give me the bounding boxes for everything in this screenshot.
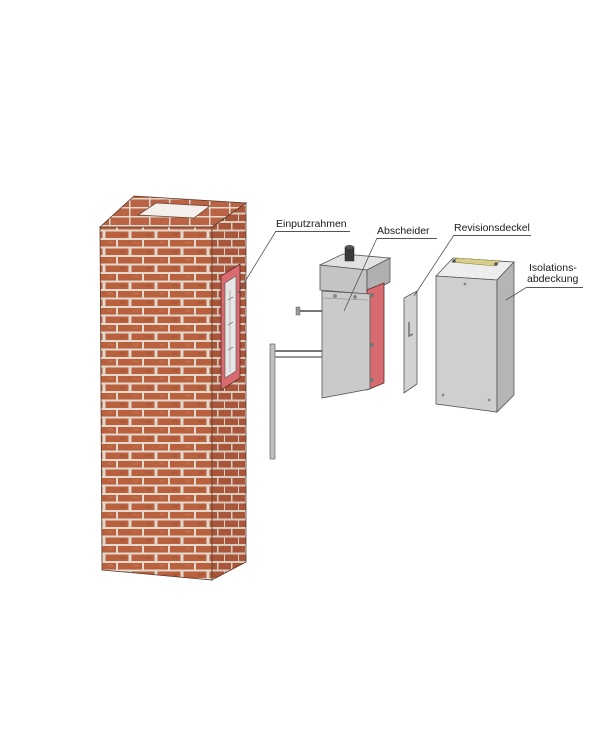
support-post bbox=[269, 343, 276, 460]
flue-stub bbox=[344, 246, 355, 262]
label-isolationsabdeckung-underline bbox=[527, 287, 583, 288]
label-isolationsabdeckung-line1: Isolations- bbox=[529, 262, 577, 274]
leader-isolationsabdeckung bbox=[505, 286, 528, 301]
leader-einputzrahmen bbox=[237, 230, 277, 294]
label-abscheider-underline bbox=[377, 238, 437, 239]
label-revisionsdeckel-underline bbox=[454, 235, 531, 236]
chimney-side-face bbox=[211, 202, 247, 581]
cover-side-face bbox=[496, 260, 515, 413]
leader-lines bbox=[237, 230, 528, 312]
label-isolationsabdeckung-line2: abdeckung bbox=[527, 273, 579, 285]
label-abscheider: Abscheider bbox=[377, 225, 430, 237]
label-einputzrahmen: Einputzrahmen bbox=[276, 218, 347, 230]
cover-front-face bbox=[435, 275, 498, 413]
abscheider-top-front bbox=[319, 264, 368, 295]
chimney-flue-opening bbox=[136, 202, 212, 219]
cover-insulation-strip bbox=[451, 257, 501, 267]
leader-revisionsdeckel bbox=[413, 234, 455, 297]
label-revisionsdeckel: Revisionsdeckel bbox=[454, 222, 530, 234]
isolationsabdeckung-cover bbox=[435, 257, 515, 413]
revisionsdeckel-panel bbox=[403, 290, 418, 394]
panel-handle bbox=[408, 322, 414, 338]
label-einputzrahmen-underline bbox=[276, 231, 350, 232]
brick-chimney bbox=[98, 195, 248, 581]
einputzrahmen-frame bbox=[220, 263, 241, 391]
leader-abscheider bbox=[343, 237, 378, 312]
abscheider-unit bbox=[269, 245, 392, 460]
abscheider-front-plate bbox=[321, 290, 371, 399]
chimney-front-face bbox=[99, 226, 213, 581]
